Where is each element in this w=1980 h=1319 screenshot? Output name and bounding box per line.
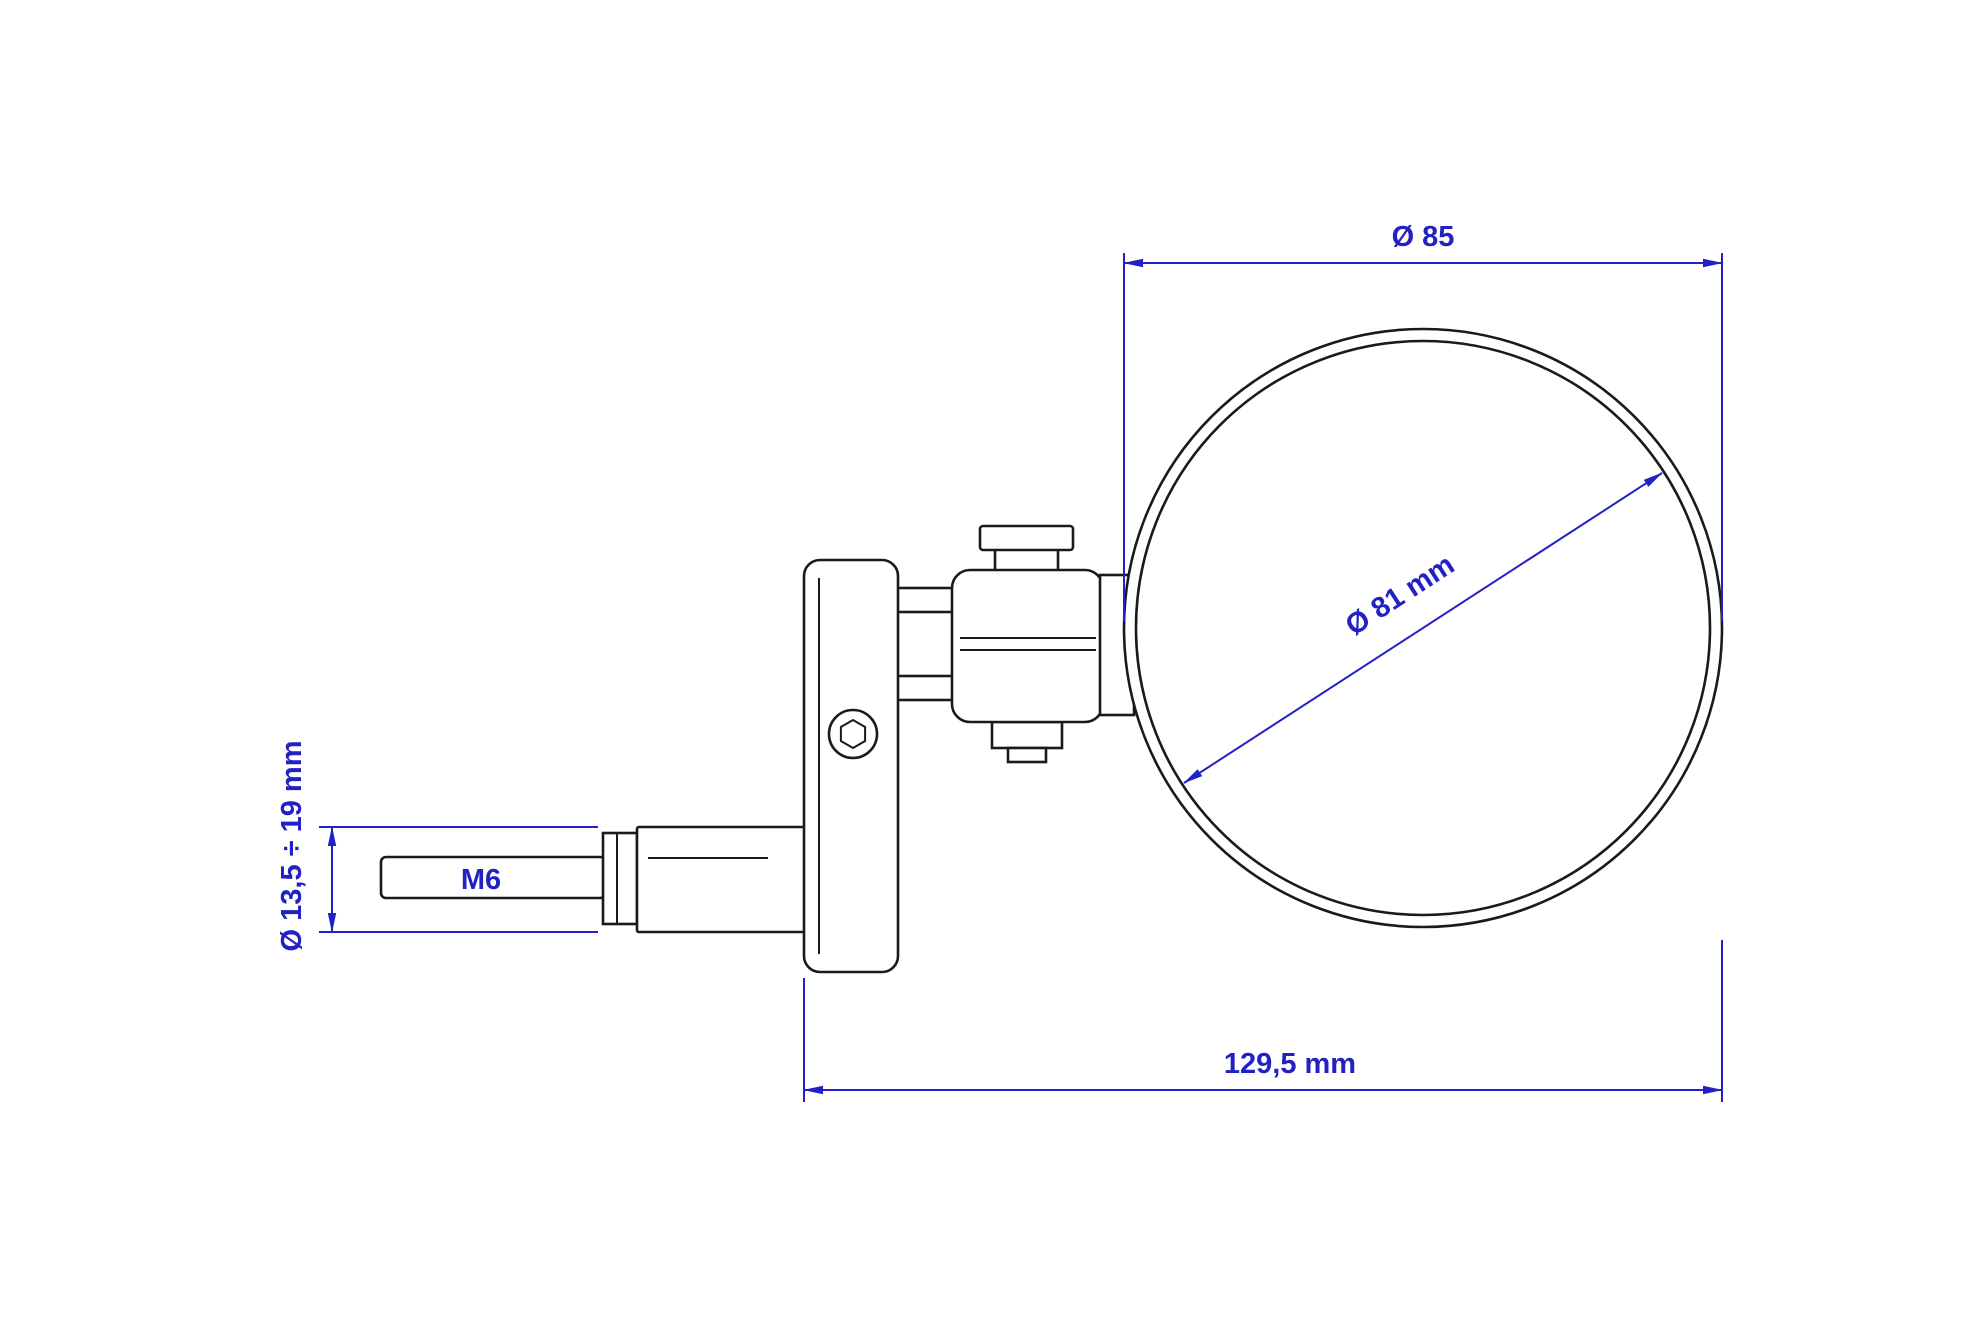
dimension-line-diagonal [1183, 472, 1663, 784]
pivot-bolt [978, 524, 1075, 764]
clamp-screw-head [827, 708, 879, 760]
pivot-knuckle [950, 568, 1105, 724]
thread-size-label: M6 [461, 864, 501, 896]
bolt-shaft [993, 547, 1060, 573]
adapter-body [635, 825, 811, 934]
mount-body [802, 558, 900, 974]
pivot-nut [990, 720, 1064, 750]
dimension-total-length: 129,5 mm [803, 940, 1723, 1102]
dimension-label-outer-diameter: Ø 85 [1392, 221, 1455, 253]
dimension-label-total-length: 129,5 mm [1224, 1048, 1356, 1080]
mount-body-outline [802, 558, 900, 974]
pivot-nut-stub [1006, 746, 1048, 764]
dimension-label-clamp-range: Ø 13,5 ÷ 19 mm [276, 741, 308, 952]
dimension-outer-diameter: Ø 85 [1123, 221, 1723, 621]
hex-socket-icon [839, 718, 867, 750]
bolt-head [978, 524, 1075, 552]
knuckle-body [950, 568, 1105, 724]
mirror-glass-circle [1134, 339, 1712, 917]
dimension-clamp-range: Ø 13,5 ÷ 19 mm [276, 741, 598, 952]
expander-flange [601, 831, 639, 926]
bar-end-adapter [635, 825, 811, 934]
flange-body [601, 831, 639, 926]
